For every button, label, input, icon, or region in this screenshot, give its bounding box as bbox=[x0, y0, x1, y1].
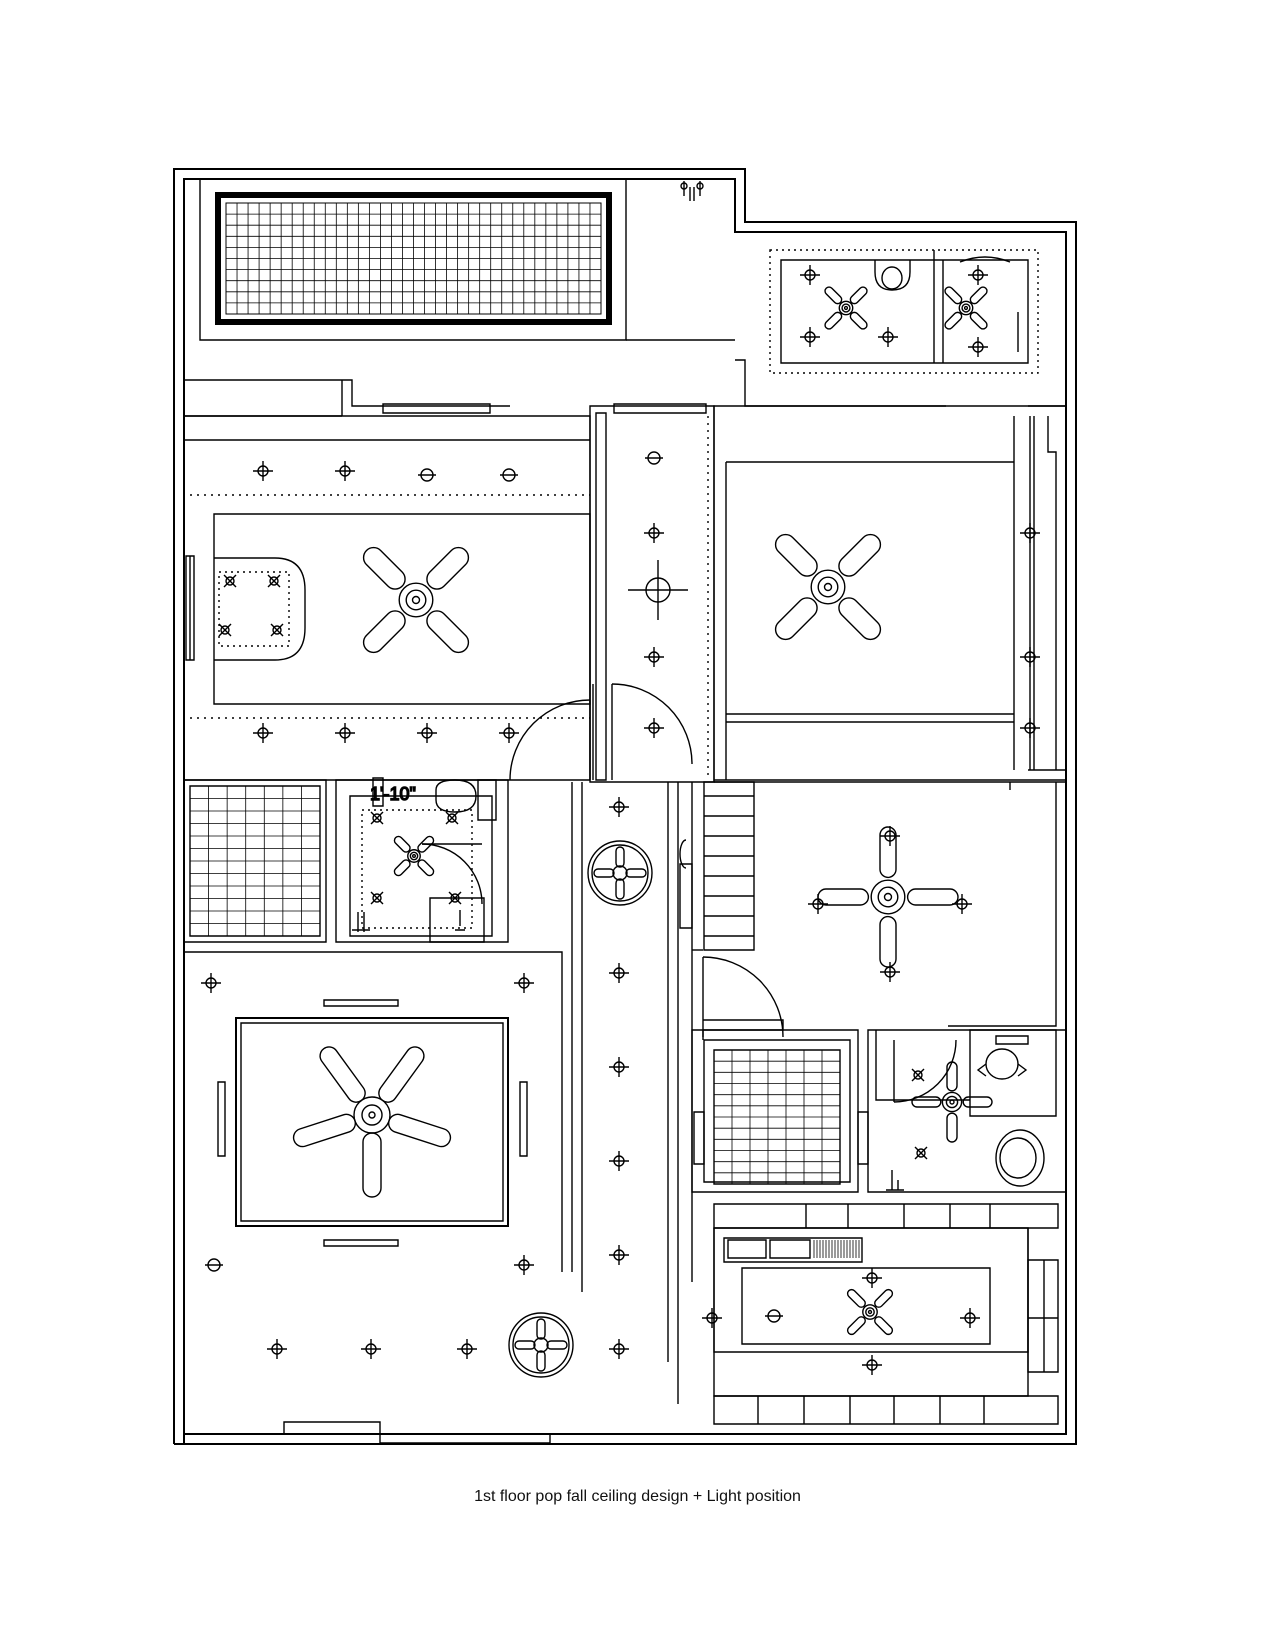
wall-lamp-top bbox=[681, 181, 703, 201]
four-blade-ceiling-fan-icon bbox=[912, 1062, 992, 1142]
ceiling-light-icon bbox=[968, 265, 988, 285]
ring-light-icon bbox=[205, 1259, 223, 1271]
ceiling-light-icon bbox=[253, 461, 273, 481]
top-right-toilet bbox=[770, 250, 1038, 373]
bath-left bbox=[184, 778, 508, 942]
ceiling-light-icon bbox=[644, 718, 664, 738]
four-blade-ceiling-fan-icon bbox=[846, 1288, 894, 1336]
four-blade-ceiling-fan-icon bbox=[393, 835, 435, 877]
drawing-caption: 1st floor pop fall ceiling design + Ligh… bbox=[474, 1488, 801, 1505]
spot-light-icon bbox=[371, 812, 383, 824]
ceiling-light-icon bbox=[609, 1057, 629, 1077]
four-blade-ceiling-fan-icon bbox=[823, 285, 868, 330]
ceiling-light-icon bbox=[644, 523, 664, 543]
ceiling-light-icon bbox=[609, 1339, 629, 1359]
four-blade-ceiling-fan-icon bbox=[359, 543, 472, 656]
bath-right bbox=[868, 1030, 1066, 1192]
ceiling-light-icon bbox=[417, 723, 437, 743]
ring-lights bbox=[205, 452, 783, 1322]
ring-light-icon bbox=[500, 469, 518, 481]
spot-light-icon bbox=[224, 575, 236, 587]
ceiling-light-icon bbox=[644, 647, 664, 667]
spot-light-icon bbox=[219, 624, 231, 636]
ceiling-light-icon bbox=[335, 723, 355, 743]
spot-light-icon bbox=[449, 892, 461, 904]
ceiling-light-icon bbox=[253, 723, 273, 743]
spot-light-icon bbox=[268, 575, 280, 587]
living-room bbox=[184, 416, 590, 780]
ceiling-light-icon bbox=[457, 1339, 477, 1359]
ceiling-light-icon bbox=[878, 327, 898, 347]
window-strips bbox=[284, 404, 706, 1443]
spot-light-icon bbox=[271, 624, 283, 636]
four-blade-ceiling-fan-icon bbox=[943, 285, 988, 330]
five-blade-ceiling-fan-icon bbox=[291, 1043, 453, 1197]
ceiling-light-icon bbox=[335, 461, 355, 481]
terrace-area bbox=[184, 179, 946, 416]
ceiling-light-icon bbox=[862, 1268, 882, 1288]
ceiling-light-icon bbox=[514, 973, 534, 993]
ceiling-light-icon bbox=[952, 894, 972, 914]
kitchen-shaft bbox=[692, 1030, 868, 1192]
right-middle-room bbox=[680, 782, 1066, 1282]
spot-light-icon bbox=[446, 812, 458, 824]
ring-light-icon bbox=[418, 469, 436, 481]
ring-light-icon bbox=[645, 452, 663, 464]
round-wall-fan-icon bbox=[509, 1313, 573, 1377]
ceiling-light-icon bbox=[1020, 718, 1040, 738]
ceiling-light-icon bbox=[609, 963, 629, 983]
ring-light-icon bbox=[765, 1310, 783, 1322]
spot-lights bbox=[219, 575, 927, 1159]
door-swings bbox=[422, 684, 956, 1102]
ceiling-light-icon bbox=[968, 337, 988, 357]
corridor bbox=[590, 406, 714, 782]
ceiling-light-icon bbox=[267, 1339, 287, 1359]
four-blade-ceiling-fan-icon bbox=[771, 530, 884, 643]
ceiling-light-icon bbox=[499, 723, 519, 743]
ceiling-light-icon bbox=[201, 973, 221, 993]
bedroom-right-top bbox=[714, 406, 1066, 780]
grill-panel bbox=[218, 195, 609, 322]
spot-light-icon bbox=[371, 892, 383, 904]
ceiling-light-icon bbox=[800, 265, 820, 285]
ceiling-light-icon bbox=[609, 1151, 629, 1171]
ceiling-light-icon bbox=[960, 1308, 980, 1328]
spot-light-icon bbox=[912, 1069, 924, 1081]
four-blade-ceiling-fan-icon bbox=[818, 827, 958, 967]
dining-room bbox=[184, 782, 572, 1272]
five-blade-fan bbox=[291, 1043, 453, 1197]
dimension-label: 1'-10" bbox=[370, 784, 416, 804]
ceiling-lights bbox=[201, 265, 1040, 1375]
ceiling-light-icon bbox=[609, 797, 629, 817]
ceiling-light-icon bbox=[800, 327, 820, 347]
four-blade-fans bbox=[359, 285, 992, 1377]
ceiling-light-icon bbox=[702, 1308, 722, 1328]
outer-walls bbox=[174, 169, 1076, 1444]
ceiling-light-icon bbox=[862, 1355, 882, 1375]
spot-light-icon bbox=[915, 1147, 927, 1159]
ceiling-light-icon bbox=[1020, 523, 1040, 543]
ceiling-light-icon bbox=[514, 1255, 534, 1275]
round-wall-fan-icon bbox=[588, 841, 652, 905]
ceiling-light-icon bbox=[361, 1339, 381, 1359]
ceiling-light-icon bbox=[609, 1245, 629, 1265]
ceiling-light-icon bbox=[1020, 647, 1040, 667]
central-passage bbox=[582, 782, 678, 1404]
kitchen bbox=[714, 1204, 1058, 1424]
